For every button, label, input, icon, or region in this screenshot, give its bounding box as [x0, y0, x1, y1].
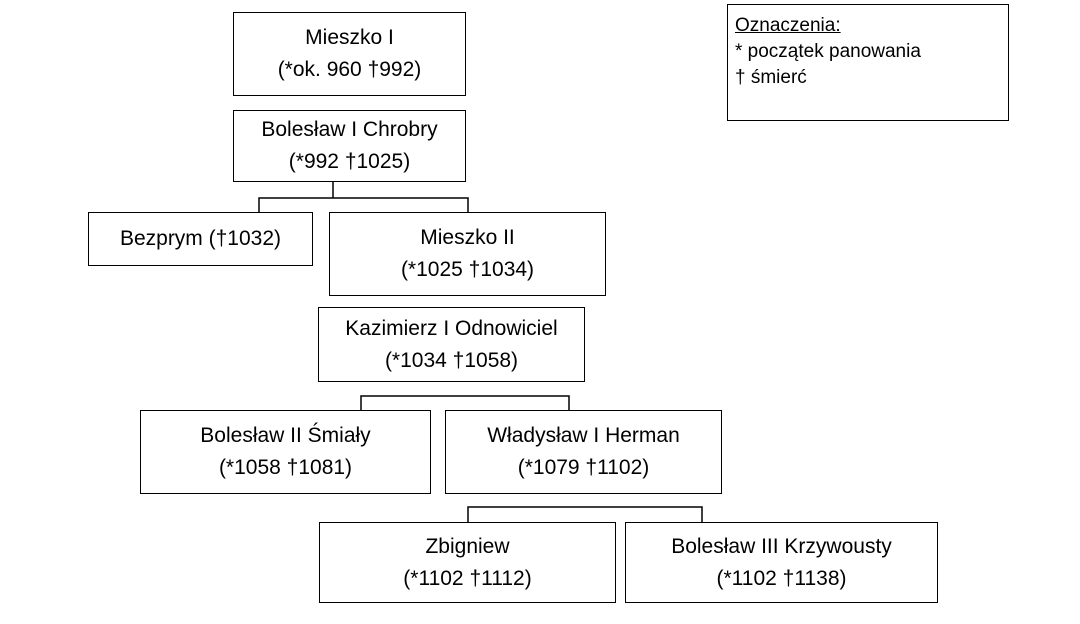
- node-name: Bezprym (†1032): [119, 227, 282, 250]
- connector-wladyslaw1-children: [467, 506, 703, 522]
- node-boleslaw-iii-krzywousty: Bolesław III Krzywousty (*1102 †1138): [625, 522, 938, 603]
- node-name: Zbigniew: [425, 534, 510, 558]
- node-name: Kazimierz I Odnowiciel: [345, 316, 558, 340]
- node-boleslaw-i-chrobry: Bolesław I Chrobry (*992 †1025): [233, 110, 466, 182]
- node-name: Mieszko I: [305, 26, 394, 49]
- node-boleslaw-ii-smialy: Bolesław II Śmiały (*1058 †1081): [140, 410, 431, 494]
- legend-item-death: † śmierć: [735, 67, 807, 88]
- node-dates: (*ok. 960 †992): [277, 58, 422, 81]
- node-name: Bolesław III Krzywousty: [671, 534, 892, 558]
- node-kazimierz-i-odnowiciel: Kazimierz I Odnowiciel (*1034 †1058): [318, 307, 585, 382]
- node-dates: (*1058 †1081): [218, 456, 353, 479]
- node-bezprym: Bezprym (†1032): [88, 212, 313, 266]
- node-dates: (*1079 †1102): [517, 456, 650, 479]
- node-dates: (*1034 †1058): [384, 348, 519, 372]
- legend-title: Oznaczenia:: [735, 15, 841, 36]
- connector-boleslaw1-children: [258, 197, 469, 212]
- node-wladyslaw-i-herman: Władysław I Herman (*1079 †1102): [445, 410, 722, 494]
- node-dates: (*1102 †1138): [716, 566, 847, 590]
- node-name: Władysław I Herman: [487, 424, 680, 447]
- node-mieszko-i: Mieszko I (*ok. 960 †992): [233, 12, 466, 96]
- node-zbigniew: Zbigniew (*1102 †1112): [319, 522, 616, 603]
- node-dates: (*992 †1025): [288, 150, 411, 173]
- node-name: Bolesław I Chrobry: [261, 118, 438, 141]
- node-mieszko-ii: Mieszko II (*1025 †1034): [329, 212, 606, 296]
- connector-kazimierz1-children: [360, 395, 570, 410]
- node-name: Bolesław II Śmiały: [200, 424, 371, 447]
- legend-item-start: * początek panowania: [735, 41, 921, 62]
- node-dates: (*1102 †1112): [403, 566, 532, 590]
- node-dates: (*1025 †1034): [400, 258, 535, 281]
- node-name: Mieszko II: [420, 226, 515, 249]
- legend-box: Oznaczenia: * początek panowania † śmier…: [727, 4, 1009, 121]
